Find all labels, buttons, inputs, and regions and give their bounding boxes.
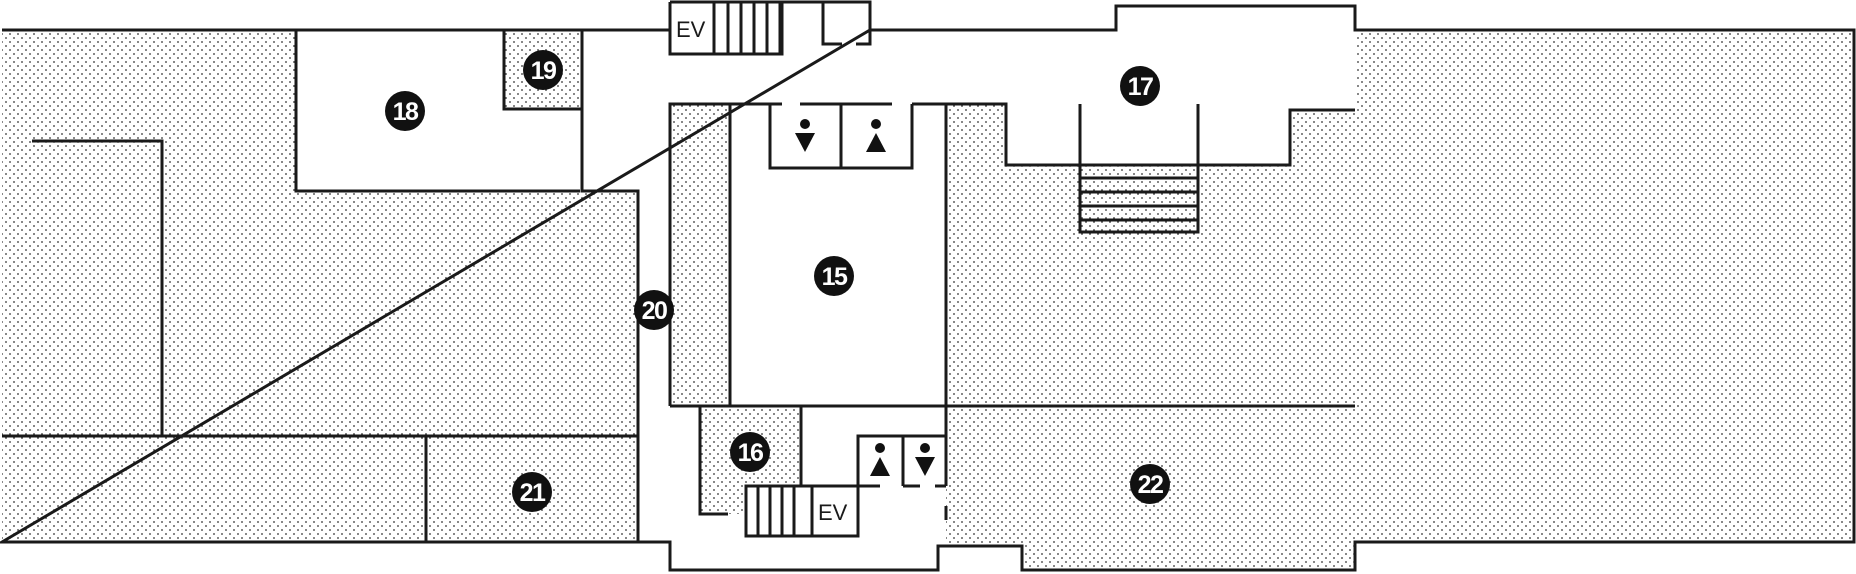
room-marker-15[interactable]: 15 <box>814 256 854 296</box>
room-label-19: 19 <box>531 57 556 85</box>
room-label-17: 17 <box>1128 73 1153 101</box>
shaded-area-center-right <box>946 104 1355 406</box>
room-label-21: 21 <box>520 479 546 507</box>
room-label-15: 15 <box>822 263 848 291</box>
room-label-16: 16 <box>738 439 763 467</box>
elevator-label-bottom: EV <box>818 500 848 525</box>
room-label-18: 18 <box>393 98 419 126</box>
stairs-top-right <box>1080 176 1198 222</box>
shaded-areas <box>2 30 1854 570</box>
room-marker-17[interactable]: 17 <box>1120 66 1160 106</box>
room-marker-19[interactable]: 19 <box>523 50 563 90</box>
male-restroom-icon <box>866 119 886 152</box>
female-restroom-icon <box>795 119 815 152</box>
female-restroom-icon <box>915 443 935 476</box>
elevator-label-top: EV <box>676 17 706 42</box>
room-marker-18[interactable]: 18 <box>385 91 425 131</box>
room-marker-16[interactable]: 16 <box>730 432 770 472</box>
shaded-area-far-right <box>1355 30 1854 542</box>
room-marker-22[interactable]: 22 <box>1130 464 1170 504</box>
room-label-22: 22 <box>1138 471 1163 499</box>
room-marker-20[interactable]: 20 <box>634 290 674 330</box>
room-label-20: 20 <box>642 297 667 325</box>
stairs-top <box>726 2 769 54</box>
shaded-area-left-strip <box>670 104 730 406</box>
stairs-bottom <box>756 486 796 536</box>
male-restroom-icon <box>870 443 890 476</box>
room-marker-21[interactable]: 21 <box>512 472 552 512</box>
